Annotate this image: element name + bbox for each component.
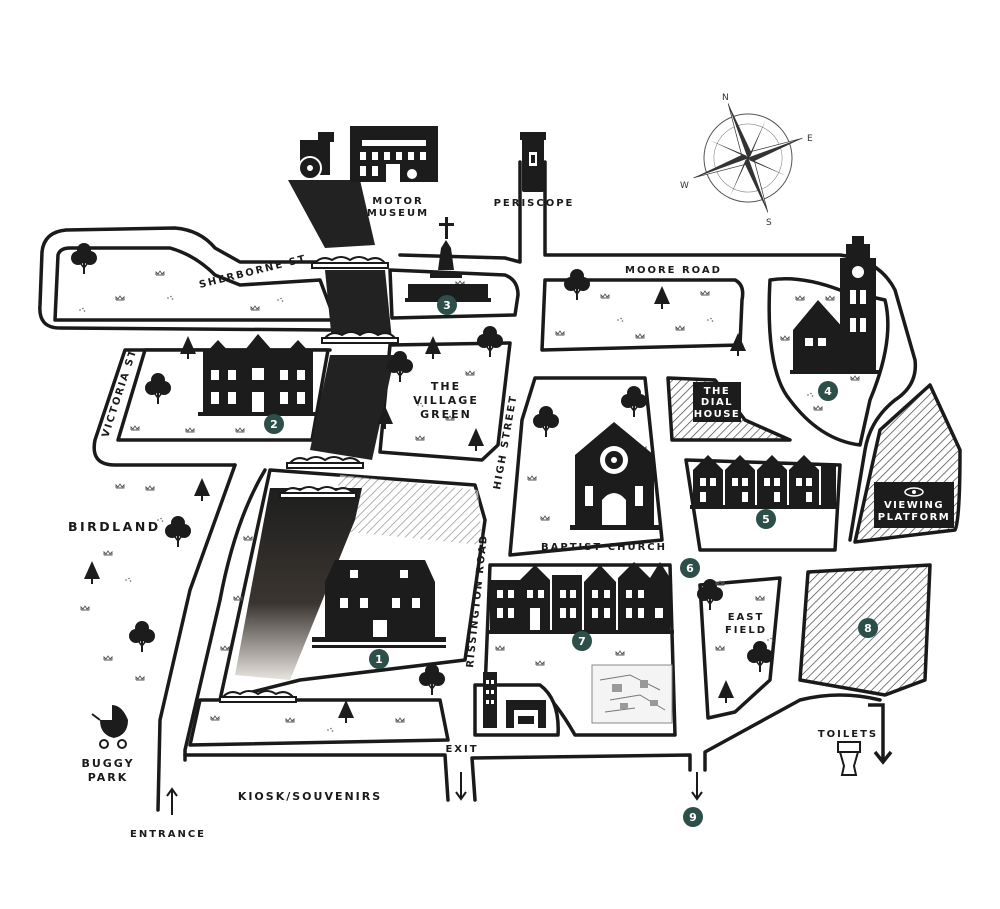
road-label-moore: MOORE ROAD (625, 265, 722, 276)
exit-arrow-icon (455, 772, 467, 801)
marker-1-circle (369, 649, 389, 669)
marker-6[interactable]: 6 (680, 558, 700, 578)
marker-8[interactable]: 8 (858, 618, 878, 638)
compass-rose-icon (693, 103, 803, 213)
entrance-arrow-icon (166, 787, 178, 815)
dial-house-sign (693, 382, 741, 422)
marker-7-number: 7 (578, 635, 586, 648)
marker-5-number: 5 (762, 513, 770, 526)
marker-1-number: 1 (375, 653, 383, 666)
marker-1[interactable]: 1 (369, 649, 389, 669)
east-field-label-line2: FIELD (725, 625, 767, 636)
motor-museum-label-line2: MUSEUM (367, 208, 429, 219)
marker-9-number: 9 (689, 811, 697, 824)
motor-museum-building (298, 126, 438, 182)
marker-7[interactable]: 7 (572, 631, 592, 651)
baptist-church (570, 422, 660, 530)
memorial-icon (405, 217, 491, 302)
cottages-row (690, 455, 838, 509)
marker-6-number: 6 (686, 562, 694, 575)
compass-w: W (680, 181, 689, 191)
compass-e: E (807, 134, 813, 144)
buggy-park-label-line2: PARK (88, 771, 129, 784)
victoria-house (198, 334, 318, 416)
village-green-label-line2: VILLAGE (413, 394, 479, 407)
viewing-platform-label-line1: VIEWING (884, 500, 944, 511)
toilets-arrow-icon (868, 703, 893, 765)
marker-5[interactable]: 5 (756, 509, 776, 529)
toilet-icon (837, 741, 861, 776)
dial-house-label-line3: HOUSE (694, 409, 741, 420)
compass-n: N (722, 93, 729, 103)
marker-2-number: 2 (270, 418, 278, 431)
marker-3[interactable]: 3 (437, 295, 457, 315)
viewing-platform-label-line2: PLATFORM (878, 512, 950, 523)
dial-house-label-line2: DIAL (701, 397, 733, 408)
exit-9-arrow-icon (691, 772, 703, 801)
baptist-church-label: BAPTIST CHURCH (541, 542, 667, 553)
pram-icon (91, 705, 128, 749)
marker-8-number: 8 (864, 622, 872, 635)
car-park-building (483, 672, 546, 728)
marker-9[interactable]: 9 (683, 807, 703, 827)
ivy-house (312, 560, 446, 648)
tower-building (790, 236, 880, 374)
marker-4[interactable]: 4 (818, 381, 838, 401)
exit-label: EXIT (445, 744, 478, 755)
village-green-label-line3: GREEN (420, 408, 472, 421)
periscope-icon (520, 132, 546, 192)
village-green-label-line1: THE (431, 380, 461, 393)
toilets-label: TOILETS (818, 729, 878, 740)
motor-museum-label-line1: MOTOR (372, 196, 423, 207)
dial-house-label-line1: THE (704, 386, 731, 397)
viewing-platform-sign (874, 482, 954, 528)
periscope-label: PERISCOPE (494, 198, 575, 209)
marker-3-number: 3 (443, 299, 451, 312)
compass-s: S (766, 218, 772, 228)
east-field-label-line1: EAST (728, 612, 765, 623)
marker-2[interactable]: 2 (264, 414, 284, 434)
model-village-map-board (591, 664, 673, 724)
entrance-label: ENTRANCE (130, 829, 206, 840)
river (235, 180, 395, 680)
kiosk-label: KIOSK/SOUVENIRS (238, 790, 382, 803)
birdland-label: BIRDLAND (68, 519, 161, 534)
marker-4-number: 4 (824, 385, 832, 398)
eye-icon (904, 487, 924, 497)
buggy-park-label-line1: BUGGY (81, 757, 134, 770)
